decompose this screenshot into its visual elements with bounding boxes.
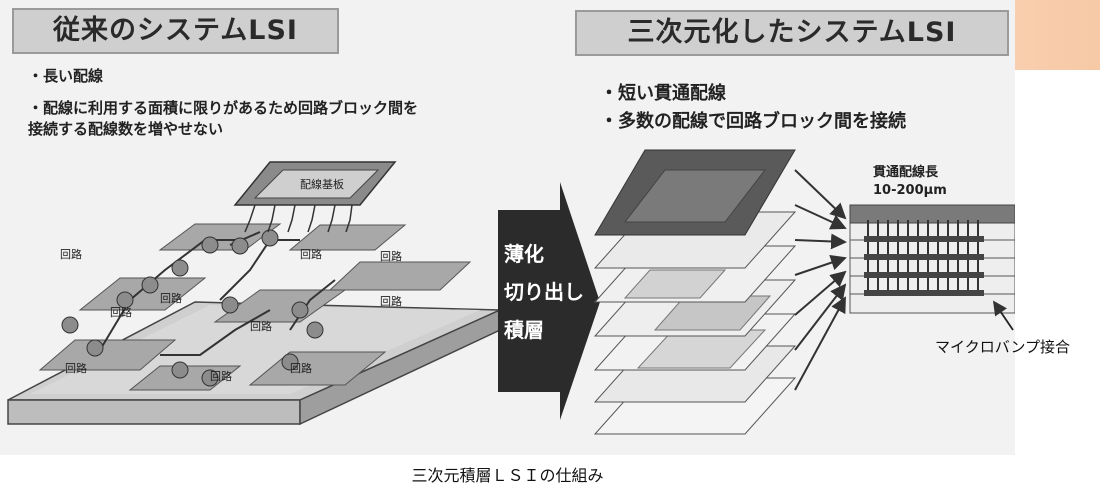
left-bullet-3: 接続する配線数を増やせない xyxy=(28,120,224,138)
figure-caption: 三次元積層ＬＳＩの仕組み xyxy=(411,466,604,485)
via-length-value: 10-200μm xyxy=(873,183,947,198)
figure: 従来のシステムLSI ・長い配線 ・配線に利用する面積に限りがあるため回路ブロッ… xyxy=(0,0,1015,455)
block-label-10: 回路 xyxy=(250,320,272,333)
arrow-text-3: 積層 xyxy=(504,318,544,342)
arrow-text-1: 薄化 xyxy=(504,242,544,266)
block-label-5: 回路 xyxy=(160,292,182,305)
left-bullet-1: ・長い配線 xyxy=(28,67,104,85)
left-bullet-2: ・配線に利用する面積に限りがあるため回路ブロック間を xyxy=(28,99,419,117)
bump-pointer xyxy=(992,300,1014,331)
process-arrow xyxy=(498,182,600,420)
long-wires xyxy=(99,231,336,356)
diagram-graphics: 回路 回路 回路 回路 回路 回路 回路 回路 回路 回路 配線基板 xyxy=(7,149,1015,435)
lsi-board xyxy=(7,301,501,426)
via-cross-section xyxy=(849,204,1015,314)
arrow-text-2: 切り出し xyxy=(504,280,584,304)
block-label-6: 回路 xyxy=(380,295,402,308)
via-length-label: 貫通配線長 xyxy=(873,164,939,180)
block-labels: 回路 回路 回路 回路 回路 回路 回路 回路 回路 回路 xyxy=(60,248,402,383)
block-label-7: 回路 xyxy=(65,362,87,375)
block-label-4: 回路 xyxy=(380,250,402,263)
block-label-8: 回路 xyxy=(290,362,312,375)
right-bullet-2: ・多数の配線で回路ブロック間を接続 xyxy=(600,111,906,132)
substrate-label: 配線基板 xyxy=(300,177,344,191)
left-title: 従来のシステムLSI xyxy=(12,8,339,54)
block-label-9: 回路 xyxy=(210,370,232,383)
block-label-3: 回路 xyxy=(300,248,322,261)
right-bullet-1: ・短い貫通配線 xyxy=(600,83,726,104)
wiring-substrate: 配線基板 xyxy=(233,161,397,233)
stacked-layers xyxy=(593,149,797,435)
stack-arrows xyxy=(794,169,847,391)
right-title: 三次元化したシステムLSI xyxy=(575,10,1009,56)
wire-bumps xyxy=(61,229,324,387)
block-label-1: 回路 xyxy=(60,248,82,261)
block-label-2: 回路 xyxy=(110,306,132,319)
micro-bump-label: マイクロバンプ接合 xyxy=(935,338,1071,356)
